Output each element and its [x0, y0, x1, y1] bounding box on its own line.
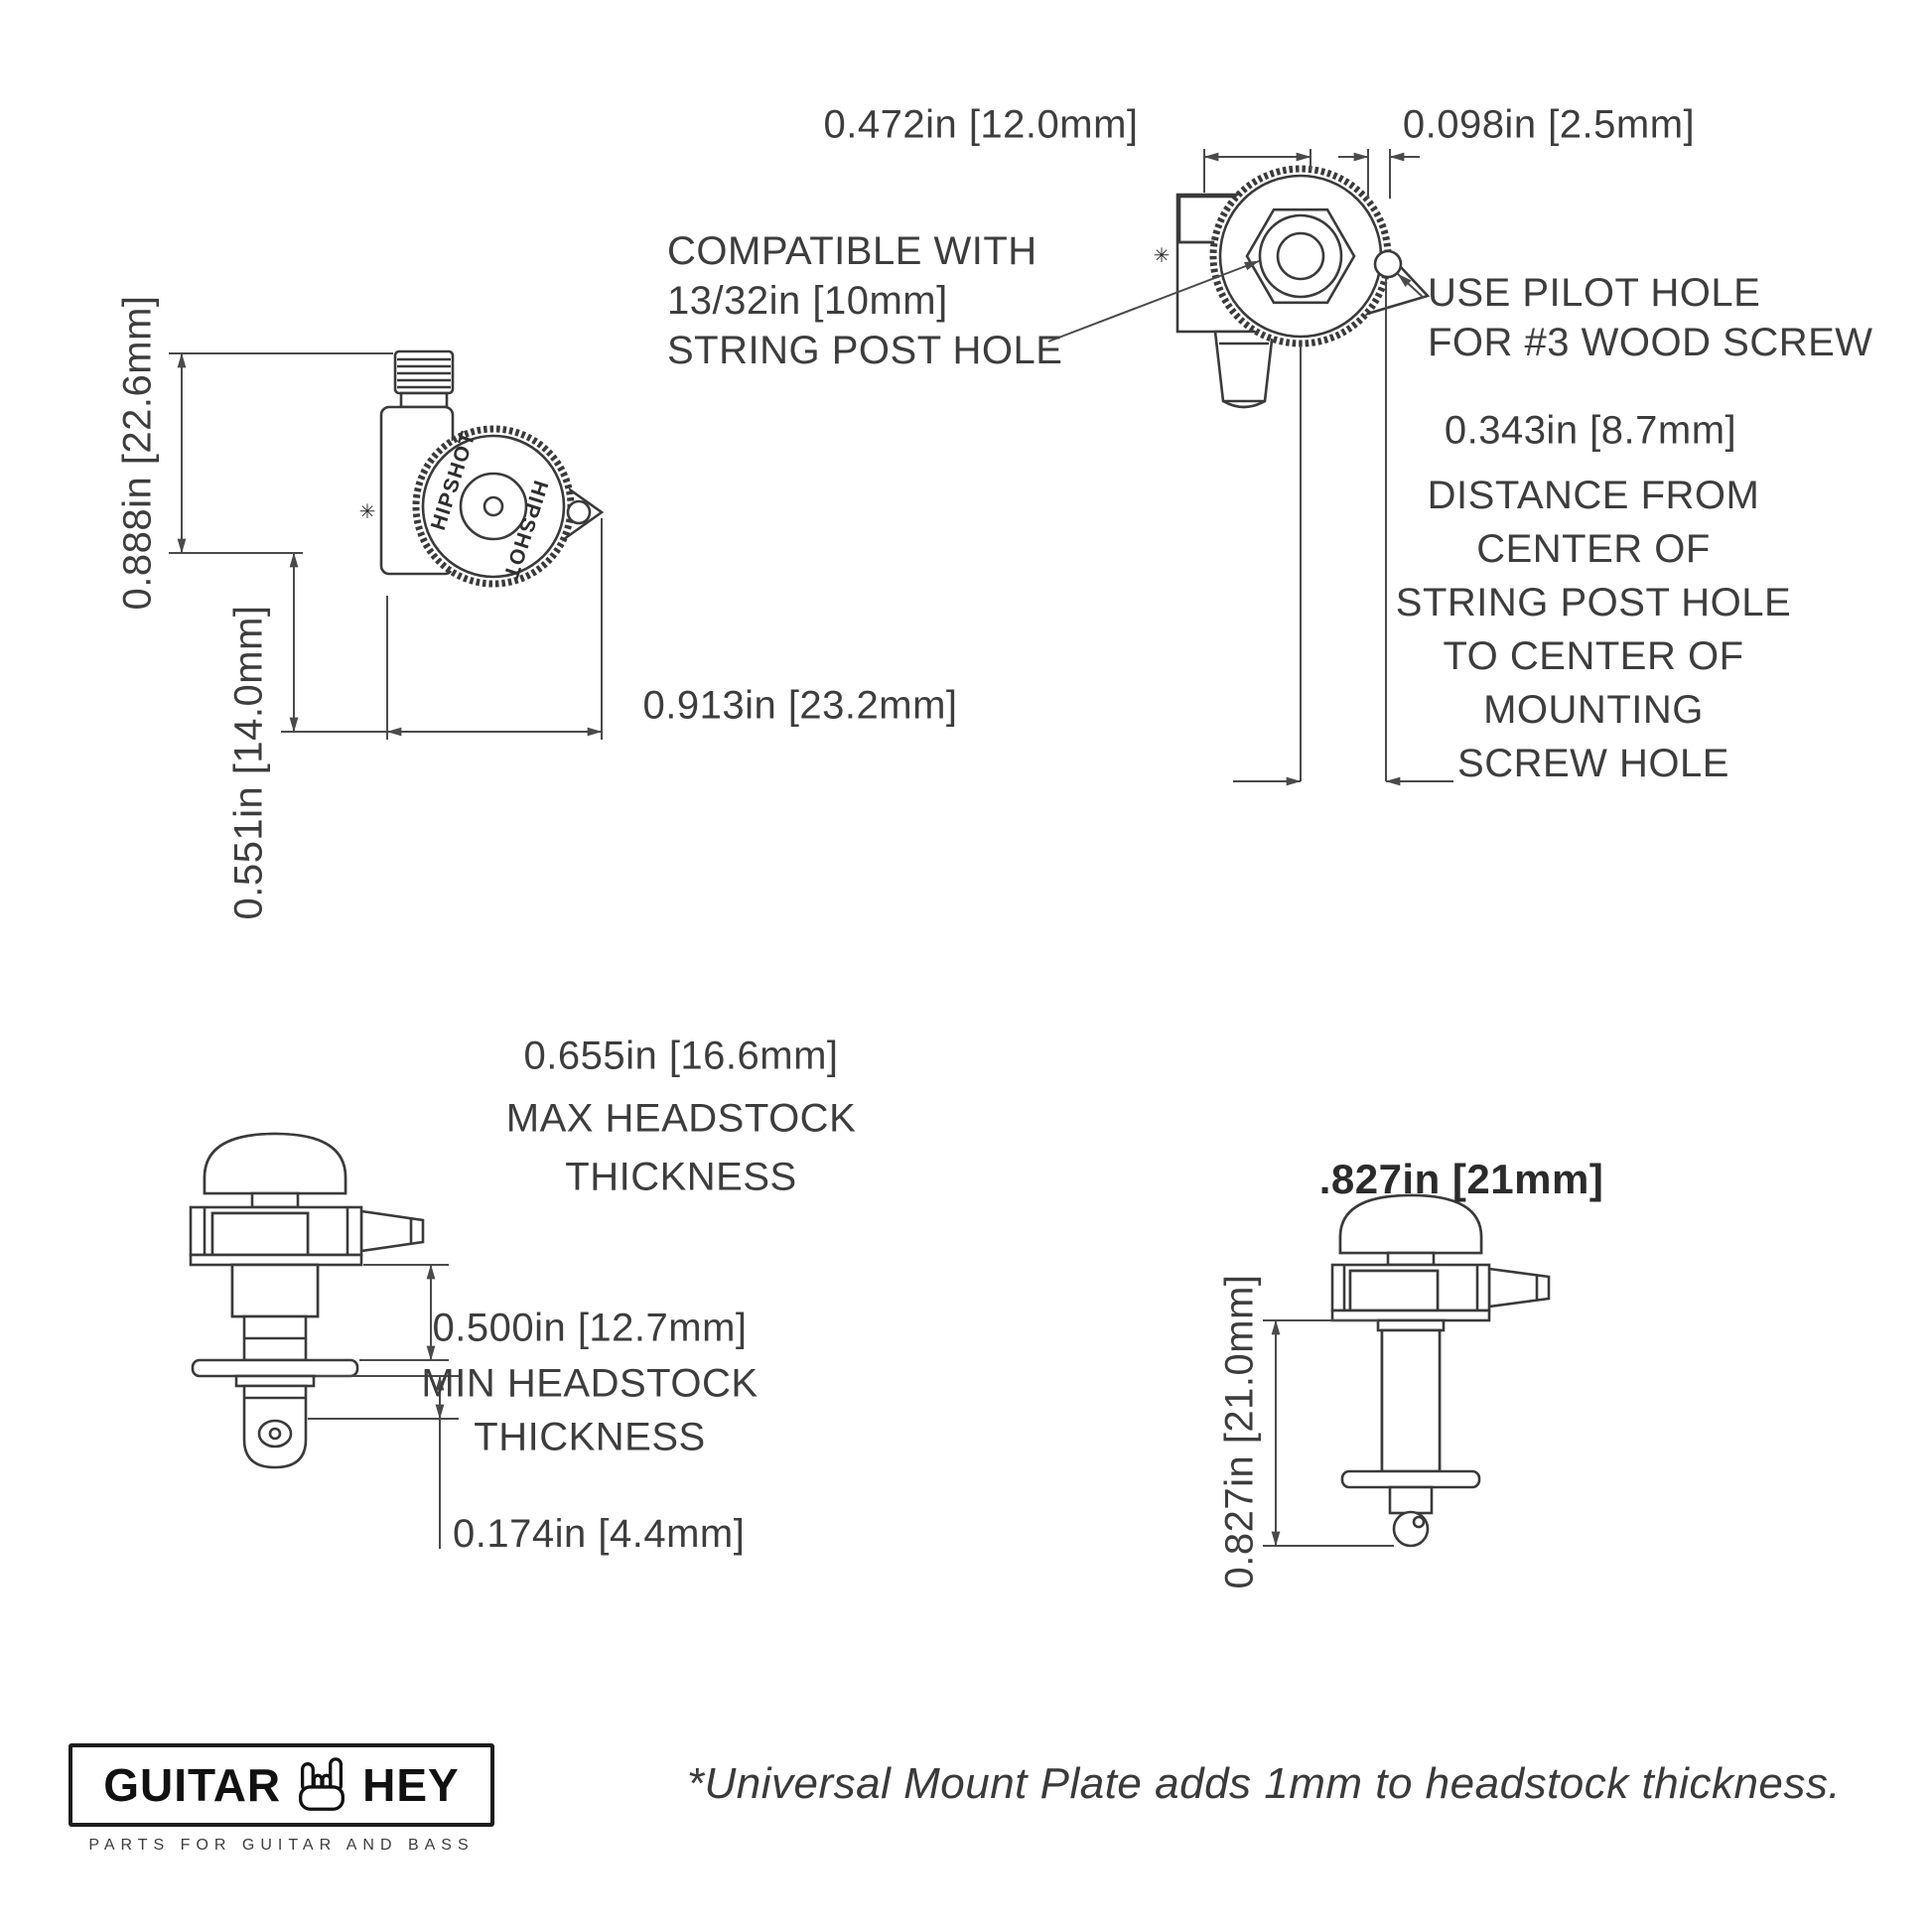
footnote: *Universal Mount Plate adds 1mm to heads… — [686, 1759, 1842, 1808]
callout-line: 13/32in [10mm] — [667, 279, 948, 323]
ref-star-icon: ✳ — [359, 501, 376, 523]
ref-star-icon: ✳ — [1154, 245, 1171, 267]
rock-hand-icon — [299, 1757, 345, 1811]
dim-top-width: 0.472in [12.0mm] — [823, 102, 1139, 147]
washer — [191, 1358, 359, 1378]
callout-line: COMPATIBLE WITH — [667, 229, 1037, 273]
dim-post-height: 0.827in [21.0mm] — [1217, 1274, 1262, 1589]
string-post-side — [359, 1209, 425, 1253]
guitar-hey-logo: GUITAR HEY — [69, 1743, 494, 1827]
pilot-hole — [1373, 249, 1403, 279]
pilot-hole — [566, 499, 592, 525]
label-line: DISTANCE FROM — [1427, 474, 1760, 517]
dim-pilot-offset: 0.098in [2.5mm] — [1402, 102, 1696, 147]
string-post-side — [1487, 1267, 1551, 1309]
dim-body-width: 0.913in [23.2mm] — [642, 683, 958, 728]
label-line: MOUNTING — [1483, 688, 1704, 732]
logo-text-hey: HEY — [362, 1759, 460, 1811]
dim-lower-height: 0.551in [14.0mm] — [226, 605, 271, 920]
label-line: SCREW HOLE — [1457, 742, 1729, 785]
tuner-back-view: ✳ — [1154, 165, 1431, 409]
dim-post-height-title: .827in [21mm] — [1318, 1156, 1604, 1202]
tuner-side-view: HIPSHOT HIPSHOT ✳ — [359, 349, 605, 588]
dim-max-headstock: 0.655in [16.6mm] — [523, 1034, 839, 1078]
label-min-headstock: THICKNESS — [474, 1415, 706, 1459]
label-max-headstock: MAX HEADSTOCK — [505, 1096, 857, 1141]
label-min-headstock: MIN HEADSTOCK — [421, 1361, 759, 1406]
dim-post-to-screw: 0.343in [8.7mm] — [1444, 408, 1737, 453]
tuner-front-view-min — [189, 1132, 425, 1469]
string-post — [1213, 330, 1275, 403]
dim-min-headstock: 0.500in [12.7mm] — [432, 1306, 748, 1350]
callout-line: USE PILOT HOLE — [1428, 271, 1761, 315]
callout-string-post-hole: COMPATIBLE WITH 13/32in [10mm] STRING PO… — [667, 226, 1062, 375]
callout-line: FOR #3 WOOD SCREW — [1428, 321, 1873, 364]
label-distance: DISTANCE FROM CENTER OF STRING POST HOLE… — [1392, 469, 1795, 790]
washer — [1340, 1469, 1481, 1489]
dim-washer-offset: 0.174in [4.4mm] — [453, 1512, 746, 1556]
dimension-lines — [169, 149, 1453, 1549]
label-line: STRING POST HOLE — [1395, 581, 1792, 624]
label-line: TO CENTER OF — [1443, 634, 1744, 678]
callout-line: STRING POST HOLE — [667, 329, 1063, 372]
string-post-hole — [1276, 231, 1325, 281]
label-line: CENTER OF — [1476, 527, 1711, 571]
tuner-front-view-tall — [1330, 1193, 1551, 1548]
callout-pilot-hole: USE PILOT HOLE FOR #3 WOOD SCREW — [1428, 268, 1873, 367]
dim-upper-height: 0.888in [22.6mm] — [115, 295, 160, 611]
logo-text-guitar: GUITAR — [103, 1759, 282, 1811]
label-max-headstock: THICKNESS — [565, 1155, 797, 1199]
logo-tagline: PARTS FOR GUITAR AND BASS — [88, 1837, 475, 1854]
